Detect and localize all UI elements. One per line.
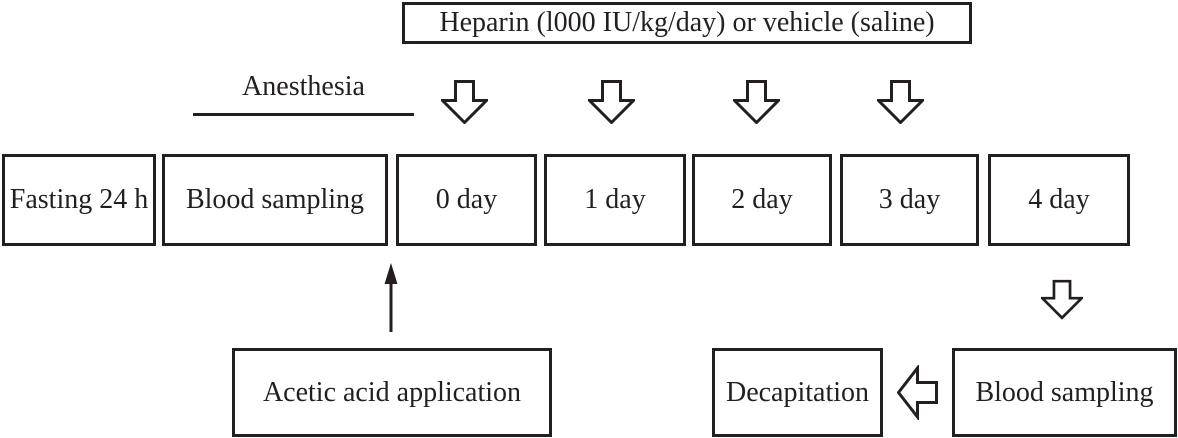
decapitation-label: Decapitation: [725, 376, 870, 408]
anesthesia-period: Anesthesia: [193, 72, 414, 116]
decapitation-box: Decapitation: [712, 348, 883, 437]
timeline-box-fasting: Fasting 24 h: [2, 154, 156, 246]
timeline-box-day-2: 2 day: [692, 154, 832, 246]
timeline-box-label: 3 day: [878, 184, 941, 215]
timeline-box-label: 4 day: [1028, 184, 1090, 215]
anesthesia-label: Anesthesia: [242, 71, 365, 102]
timeline-box-day-0: 0 day: [396, 154, 537, 246]
up-arrow-icon: [384, 263, 398, 332]
acetic-acid-application-label: Acetic acid application: [262, 376, 522, 408]
down-arrow-icon: [733, 80, 780, 124]
down-arrow-icon: [877, 80, 924, 124]
heparin-treatment-label: Heparin (l000 IU/kg/day) or vehicle (sal…: [439, 7, 935, 38]
heparin-treatment-box: Heparin (l000 IU/kg/day) or vehicle (sal…: [402, 2, 972, 44]
timeline-box-label: Fasting 24 h: [9, 184, 149, 215]
timeline-box-day-1: 1 day: [544, 154, 686, 246]
down-arrow-icon: [441, 80, 488, 124]
timeline-box-blood-sampling: Blood sampling: [162, 154, 388, 246]
timeline-box-label: 0 day: [435, 184, 498, 215]
acetic-acid-application-box: Acetic acid application: [232, 348, 552, 437]
timeline-box-day-4: 4 day: [988, 154, 1130, 246]
timeline-box-day-3: 3 day: [840, 154, 979, 246]
down-arrow-icon: [1041, 279, 1083, 320]
timeline-box-label: 2 day: [731, 184, 793, 215]
timeline-box-label: Blood sampling: [185, 184, 365, 215]
left-arrow-icon: [897, 365, 938, 420]
timeline-box-label: 1 day: [584, 184, 646, 215]
down-arrow-icon: [588, 80, 635, 124]
final-blood-sampling-box: Blood sampling: [952, 348, 1177, 437]
final-blood-sampling-label: Blood sampling: [975, 376, 1154, 408]
